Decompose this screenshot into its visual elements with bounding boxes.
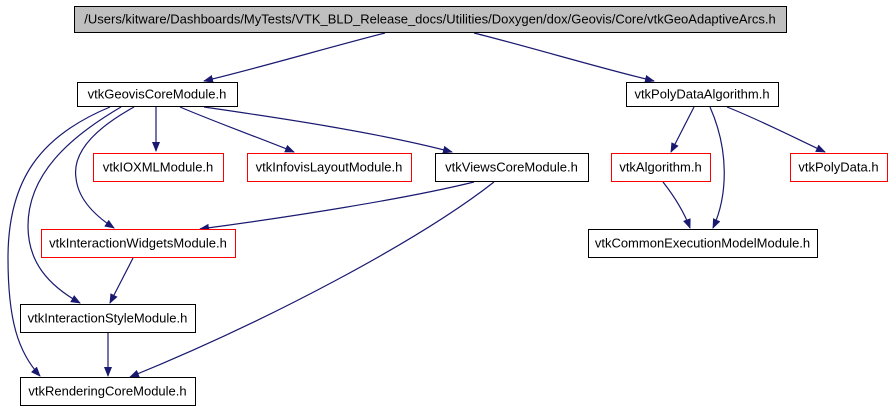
node-label: vtkInfovisLayoutModule.h <box>256 159 403 174</box>
node-label: vtkGeovisCoreModule.h <box>88 86 227 101</box>
node-box <box>20 304 196 333</box>
node-geoviscore[interactable]: vtkGeovisCoreModule.h <box>77 82 238 107</box>
node-viewscore[interactable]: vtkViewsCoreModule.h <box>435 153 589 182</box>
edge-viewscore-to-interwidg <box>199 181 475 232</box>
node-label: vtkPolyDataAlgorithm.h <box>634 86 769 101</box>
node-box <box>790 153 888 182</box>
node-label: vtkViewsCoreModule.h <box>445 159 578 174</box>
node-label: vtkRenderingCoreModule.h <box>28 383 186 398</box>
node-root[interactable]: /Users/kitware/Dashboards/MyTests/VTK_BL… <box>74 6 787 33</box>
edge-algorithm-to-commonexec <box>662 181 691 229</box>
node-rendercore[interactable]: vtkRenderingCoreModule.h <box>20 377 196 406</box>
node-box <box>247 153 412 182</box>
edge-geoviscore-to-interstyle <box>27 106 122 304</box>
node-box <box>611 153 711 182</box>
node-label: /Users/kitware/Dashboards/MyTests/VTK_BL… <box>84 11 775 26</box>
edge-geoviscore-to-viewscore <box>203 106 453 154</box>
edge-polydataalg-to-algorithm <box>670 106 695 153</box>
edge-polydataalg-to-commonexec <box>709 106 725 229</box>
edge-viewscore-to-rendercore <box>129 181 495 378</box>
node-algorithm[interactable]: vtkAlgorithm.h <box>611 153 711 182</box>
node-box <box>626 82 779 107</box>
node-interwidg[interactable]: vtkInteractionWidgetsModule.h <box>41 229 236 258</box>
nodes: /Users/kitware/Dashboards/MyTests/VTK_BL… <box>20 6 888 406</box>
node-infovis[interactable]: vtkInfovisLayoutModule.h <box>247 153 412 182</box>
edge-geoviscore-to-interwidg <box>74 106 135 229</box>
node-ioxml[interactable]: vtkIOXMLModule.h <box>93 153 224 182</box>
node-box <box>435 153 589 182</box>
node-label: vtkInteractionWidgetsModule.h <box>49 235 227 250</box>
node-box <box>77 82 238 107</box>
node-box <box>41 229 236 258</box>
node-label: vtkCommonExecutionModelModule.h <box>595 235 810 250</box>
node-label: vtkInteractionStyleModule.h <box>28 310 188 325</box>
node-interstyle[interactable]: vtkInteractionStyleModule.h <box>20 304 196 333</box>
node-box <box>93 153 224 182</box>
edge-geoviscore-to-infovis <box>179 106 295 153</box>
node-label: vtkAlgorithm.h <box>619 159 701 174</box>
edge-interwidg-to-interstyle <box>109 257 134 304</box>
node-polydata[interactable]: vtkPolyData.h <box>790 153 888 182</box>
node-polydataalg[interactable]: vtkPolyDataAlgorithm.h <box>626 82 779 107</box>
edge-geoviscore-to-rendercore <box>7 106 111 377</box>
edge-root-to-polydataalg <box>473 32 655 83</box>
node-box <box>74 6 787 33</box>
edge-root-to-geoviscore <box>203 32 386 83</box>
edge-polydataalg-to-polydata <box>726 106 826 153</box>
node-label: vtkIOXMLModule.h <box>103 159 214 174</box>
edges <box>7 32 826 378</box>
node-box <box>588 229 818 258</box>
node-commonexec[interactable]: vtkCommonExecutionModelModule.h <box>588 229 818 258</box>
node-box <box>20 377 196 406</box>
node-label: vtkPolyData.h <box>798 159 878 174</box>
